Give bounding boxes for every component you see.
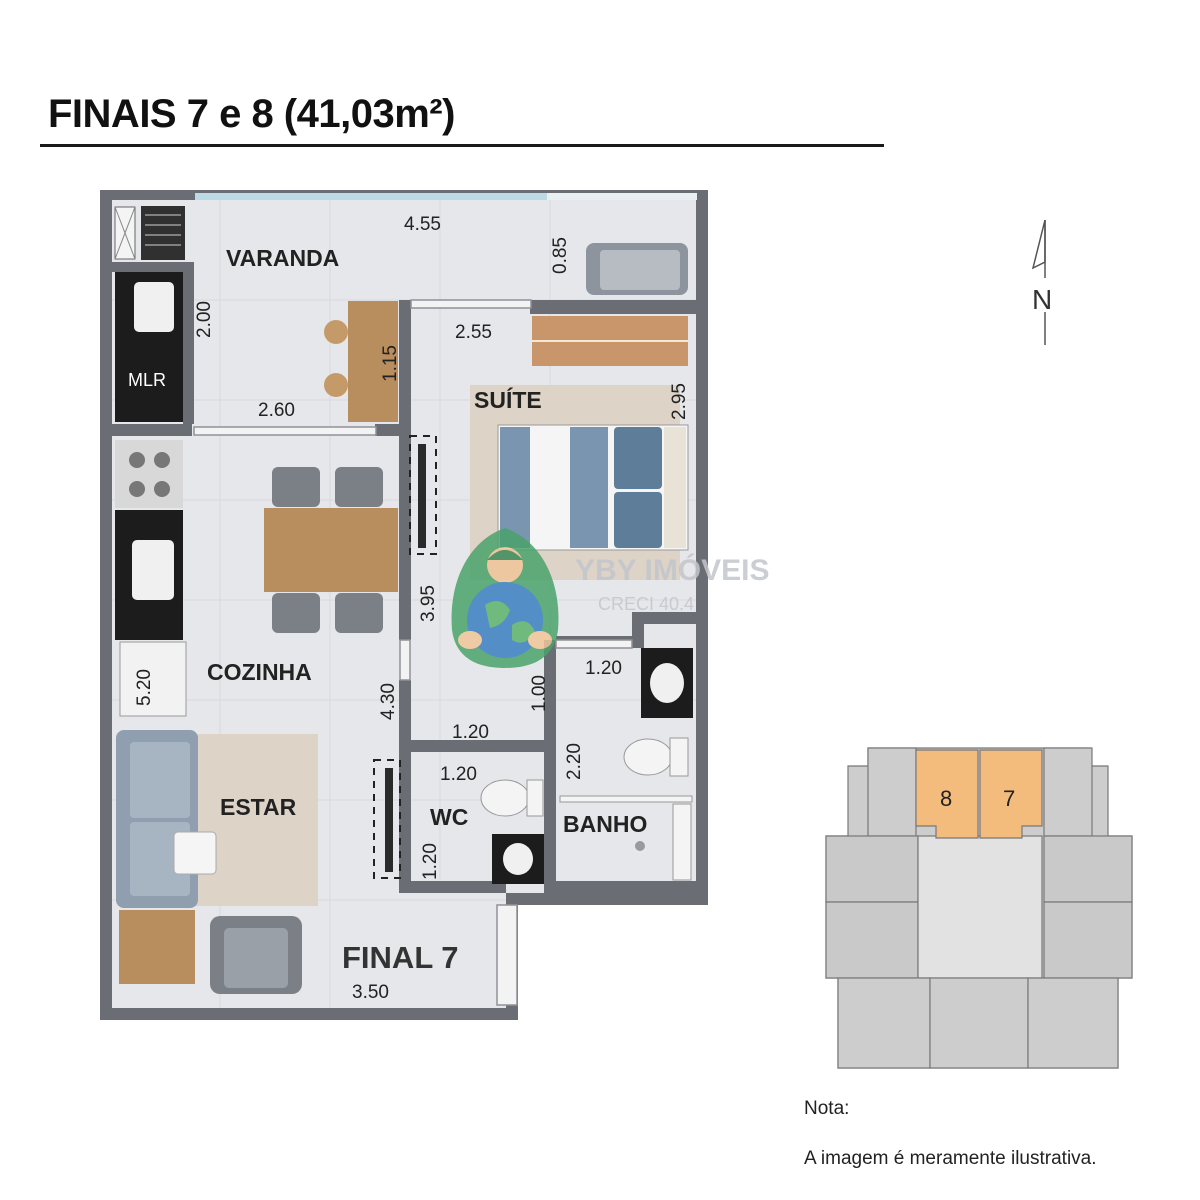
bed: [497, 424, 689, 551]
living-rug: [176, 734, 318, 906]
room-label-mlr: MLR: [128, 370, 166, 390]
stove-counter: [115, 440, 183, 508]
side-table: [119, 910, 195, 984]
key-plan-unit-8: [915, 749, 979, 839]
floor-plan: VARANDA SUÍTE COZINHA ESTAR WC BANHO MLR…: [100, 190, 708, 1020]
balcony-glass-2: [547, 193, 697, 200]
dining-table: [264, 508, 398, 592]
dimension-labels: 4.55 2.60 2.55 1.20 1.20 1.20 3.50 0.85 …: [134, 214, 690, 1003]
unit-label: FINAL 7: [342, 940, 459, 975]
bar-bench: [348, 301, 398, 422]
shower-niche: [672, 803, 692, 881]
sofa: [116, 730, 198, 908]
stove-burners: [129, 452, 170, 497]
room-label-wc: WC: [430, 804, 468, 830]
dim-varanda-left: 2.60: [258, 400, 295, 421]
north-label: N: [1032, 284, 1052, 315]
banho-toilet: [623, 737, 689, 777]
key-plan-label-8: 8: [940, 786, 952, 811]
title-underline: [40, 144, 884, 147]
watermark-brand: YBY IMÓVEIS: [575, 553, 770, 587]
room-label-banho: BANHO: [563, 811, 647, 837]
room-label-varanda: VARANDA: [226, 245, 339, 271]
key-plan-label-7: 7: [1003, 786, 1015, 811]
shower-glass: [559, 795, 693, 803]
fridge: [119, 641, 187, 717]
note-text: A imagem é meramente ilustrativa.: [804, 1148, 1097, 1169]
barbecue-grill: [141, 206, 185, 260]
note-label: Nota:: [804, 1098, 850, 1119]
dim-mlr-height: 2.00: [194, 301, 215, 338]
balcony-sofa: [586, 243, 688, 295]
dim-hall-height2: 4.30: [378, 683, 399, 720]
balcony-glass: [195, 193, 547, 200]
dim-door-1-00: 1.00: [529, 675, 550, 712]
dim-varanda-depth: 0.85: [550, 237, 571, 274]
dim-banho-width: 1.20: [585, 658, 622, 679]
dim-varanda-width: 4.55: [404, 214, 441, 235]
dim-bench: 1.15: [380, 345, 401, 382]
dim-wc-height: 1.20: [420, 843, 441, 880]
dim-suite-width: 2.55: [455, 322, 492, 343]
dim-banho-height: 2.20: [564, 743, 585, 780]
watermark: YBY IMÓVEIS CRECI 40.4: [451, 528, 770, 668]
stool: [324, 373, 348, 397]
north-arrow-icon: [1031, 219, 1046, 270]
dim-hall-height: 3.95: [418, 585, 439, 622]
shower-drain: [635, 841, 645, 851]
watermark-creci: CRECI 40.4: [598, 594, 694, 614]
key-plan-unit-7: [979, 749, 1043, 839]
room-label-cozinha: COZINHA: [207, 659, 312, 685]
room-label-suite: SUÍTE: [474, 386, 542, 413]
north-arrow: N: [1028, 219, 1062, 345]
laundry-sink: [134, 282, 174, 332]
coffee-table: [173, 831, 217, 875]
page-title: FINAIS 7 e 8 (41,03m²): [48, 92, 455, 136]
armchair: [210, 916, 302, 994]
dim-cozinha-height: 5.20: [134, 669, 155, 706]
room-labels: VARANDA SUÍTE COZINHA ESTAR WC BANHO: [207, 245, 647, 837]
grill-bars: [145, 214, 181, 246]
kitchen-sink: [132, 540, 174, 600]
wc-toilet: [480, 779, 544, 817]
dim-suite-depth: 2.95: [669, 383, 690, 420]
dining-chairs: [272, 467, 383, 633]
room-label-estar: ESTAR: [220, 794, 297, 820]
wardrobe-dashed: [409, 435, 437, 555]
watermark-logo: [451, 528, 559, 668]
key-plan: 8 7: [825, 747, 1133, 1069]
banho-sink: [650, 663, 684, 703]
dim-hall-width: 1.20: [452, 722, 489, 743]
wc-sink: [503, 843, 533, 875]
door-marks: [193, 299, 633, 1006]
tv-panel-dashed: [373, 759, 401, 879]
stool: [324, 320, 348, 344]
dim-estar-width: 3.50: [352, 982, 389, 1003]
dim-wc-width: 1.20: [440, 764, 477, 785]
